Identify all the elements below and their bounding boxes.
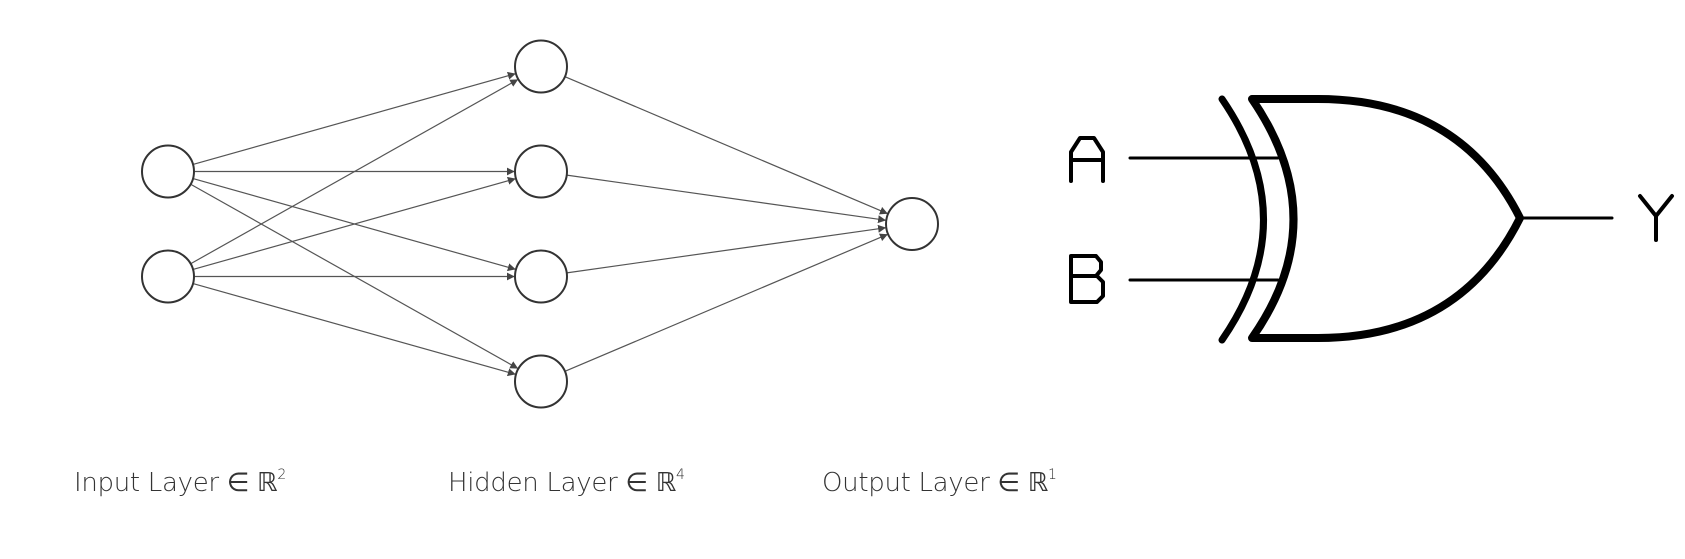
edge-input-2-to-hidden-4 xyxy=(192,282,516,377)
xor-input-label-a xyxy=(1069,136,1105,183)
edge-hidden-2-to-output-1 xyxy=(566,174,887,224)
edge-input-2-to-hidden-1 xyxy=(190,79,519,265)
input-node-1 xyxy=(141,144,195,199)
edge-hidden-1-to-output-1 xyxy=(564,76,888,215)
input-layer-label: Input Layer ∈ ℝ2 xyxy=(74,467,286,498)
xor-gate xyxy=(1069,95,1674,344)
network-edges xyxy=(190,71,888,377)
hidden-node-3 xyxy=(514,249,568,304)
edge-input-2-to-hidden-2 xyxy=(192,176,516,271)
xor-output-label-y xyxy=(1638,194,1674,242)
hidden-node-2 xyxy=(514,144,568,199)
edge-hidden-4-to-output-1 xyxy=(564,233,888,372)
input-node-2 xyxy=(141,249,195,304)
xor-back-curve xyxy=(1218,95,1267,344)
hidden-node-4 xyxy=(514,354,568,409)
output-layer-label: Output Layer ∈ ℝ1 xyxy=(822,467,1057,498)
edge-hidden-3-to-output-1 xyxy=(566,224,887,274)
network-nodes xyxy=(141,39,939,409)
hidden-node-1 xyxy=(514,39,568,94)
xor-gate-body xyxy=(1248,95,1524,342)
edge-input-1-to-hidden-1 xyxy=(192,71,516,166)
xor-input-label-b xyxy=(1069,254,1105,304)
hidden-layer-label: Hidden Layer ∈ ℝ4 xyxy=(448,467,685,498)
output-node-1 xyxy=(885,197,939,251)
